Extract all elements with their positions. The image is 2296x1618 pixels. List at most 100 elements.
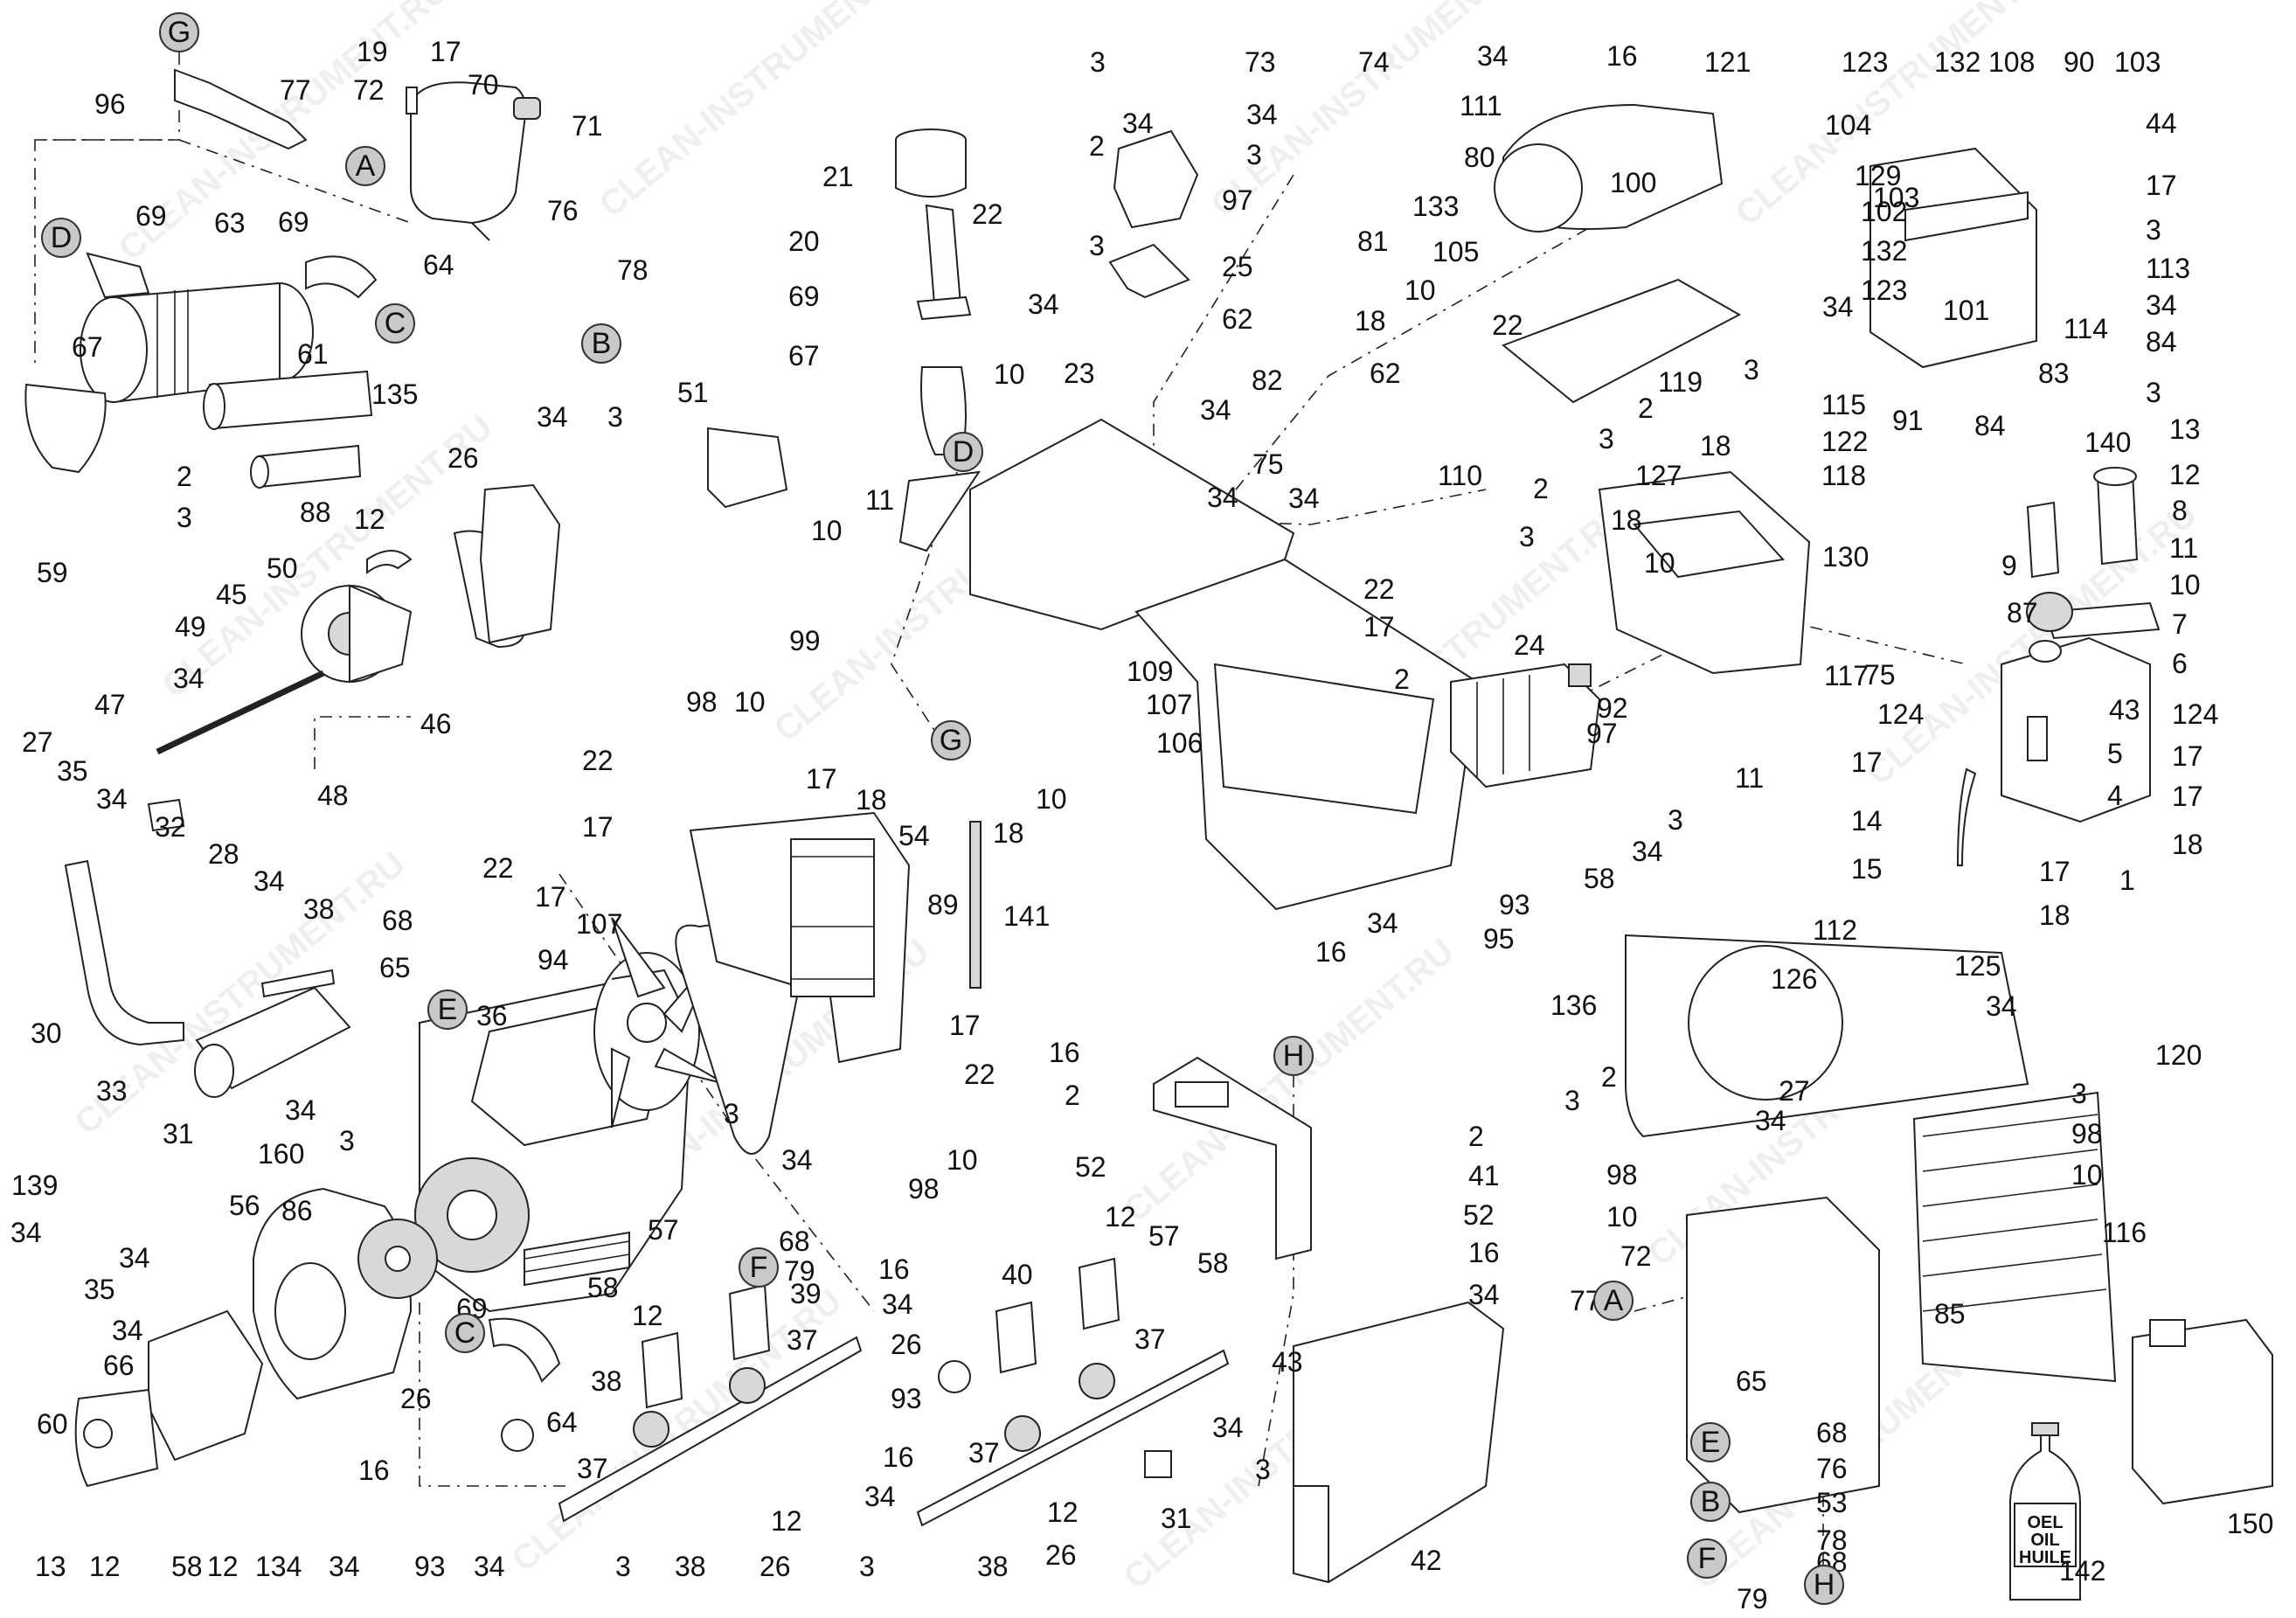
svg-text:B: B	[1701, 1485, 1721, 1518]
part-number-42: 42	[1411, 1545, 1442, 1576]
part-number-34: 34	[2146, 289, 2177, 321]
part-number-26: 26	[760, 1551, 791, 1582]
part-number-70: 70	[468, 69, 499, 101]
bottle-label-line1: OEL	[2027, 1513, 2063, 1532]
part-number-62: 62	[1370, 358, 1401, 389]
part-number-95: 95	[1483, 923, 1515, 955]
part-number-34: 34	[1122, 108, 1154, 139]
part-number-4: 4	[2107, 780, 2123, 811]
part-number-76: 76	[547, 195, 579, 226]
connection-badge-H: H	[1273, 1036, 1314, 1076]
part-number-57: 57	[1148, 1220, 1180, 1252]
part-number-22: 22	[582, 745, 614, 776]
part-number-40: 40	[1002, 1259, 1033, 1290]
part-number-74: 74	[1358, 46, 1390, 78]
part-number-12: 12	[89, 1551, 121, 1582]
svg-text:G: G	[940, 724, 962, 757]
connection-badge-H: H	[1804, 1565, 1844, 1605]
part-number-90: 90	[2064, 46, 2095, 78]
connection-badge-A: A	[1593, 1281, 1634, 1321]
part-number-17: 17	[949, 1010, 981, 1041]
part-number-63: 63	[214, 207, 246, 239]
part-number-105: 105	[1432, 236, 1479, 267]
part-number-130: 130	[1822, 541, 1869, 573]
return-filter	[2026, 467, 2139, 632]
part-number-34: 34	[1246, 99, 1278, 130]
svg-text:D: D	[51, 221, 73, 254]
part-number-141: 141	[1003, 900, 1050, 932]
part-number-97: 97	[1586, 718, 1618, 749]
part-number-73: 73	[1245, 46, 1276, 78]
part-number-104: 104	[1825, 109, 1871, 141]
engine-mounts-right	[916, 1257, 1230, 1527]
part-number-24: 24	[1514, 629, 1545, 661]
part-number-34: 34	[781, 1144, 813, 1176]
part-number-17: 17	[806, 763, 837, 795]
part-number-49: 49	[175, 611, 206, 642]
part-number-14: 14	[1851, 805, 1883, 837]
part-number-37: 37	[968, 1437, 1000, 1469]
part-number-124: 124	[2172, 698, 2218, 730]
hanger-strap	[174, 68, 308, 150]
part-number-39: 39	[790, 1278, 822, 1309]
part-number-27: 27	[1779, 1075, 1810, 1107]
part-number-10: 10	[1036, 783, 1067, 815]
part-number-68: 68	[382, 905, 413, 936]
part-number-34: 34	[1822, 291, 1854, 323]
hydraulic-tank	[2001, 601, 2161, 823]
part-number-34: 34	[10, 1217, 42, 1248]
part-number-34: 34	[1367, 907, 1398, 939]
part-number-52: 52	[1463, 1199, 1495, 1231]
part-number-34: 34	[1212, 1412, 1244, 1443]
coolant-reservoir	[406, 81, 541, 241]
part-number-119: 119	[1658, 366, 1703, 398]
part-number-17: 17	[535, 881, 566, 913]
part-number-83: 83	[2038, 358, 2070, 389]
part-number-34: 34	[1028, 288, 1059, 320]
mount-plate-110	[1502, 278, 1742, 404]
part-number-10: 10	[994, 358, 1025, 390]
part-number-16: 16	[1606, 40, 1638, 72]
part-number-13: 13	[2169, 413, 2201, 445]
svg-text:E: E	[438, 993, 458, 1026]
part-number-3: 3	[607, 401, 623, 433]
part-number-64: 64	[423, 249, 454, 281]
part-number-98: 98	[686, 686, 718, 718]
part-number-17: 17	[2172, 740, 2203, 772]
part-number-18: 18	[1700, 430, 1731, 462]
control-valve-block	[1450, 663, 1601, 788]
part-number-12: 12	[207, 1551, 239, 1582]
part-number-88: 88	[300, 497, 331, 528]
bracket-assembly-101	[1869, 147, 2037, 369]
part-number-132: 132	[1934, 46, 1980, 78]
part-number-64: 64	[546, 1406, 578, 1438]
part-number-17: 17	[2146, 170, 2177, 201]
part-number-71: 71	[572, 110, 603, 142]
part-number-33: 33	[96, 1075, 128, 1107]
svg-text:E: E	[1701, 1426, 1721, 1459]
svg-text:H: H	[1283, 1039, 1305, 1073]
part-number-72: 72	[1620, 1240, 1652, 1272]
part-number-126: 126	[1771, 963, 1817, 995]
part-number-87: 87	[2007, 597, 2038, 628]
long-bolt	[156, 670, 325, 755]
rubber-strip	[969, 821, 982, 989]
part-number-99: 99	[789, 625, 821, 656]
part-number-41: 41	[1468, 1160, 1500, 1191]
part-number-85: 85	[1934, 1298, 1966, 1330]
svg-text:C: C	[454, 1316, 476, 1350]
part-number-16: 16	[1468, 1237, 1500, 1268]
part-number-129: 129	[1855, 160, 1901, 191]
part-number-34: 34	[1200, 394, 1231, 426]
part-number-77: 77	[280, 74, 311, 106]
part-number-12: 12	[1047, 1496, 1079, 1528]
part-number-10: 10	[1644, 547, 1675, 579]
part-number-3: 3	[1564, 1085, 1580, 1116]
watermark-text: CLEAN-INSTRUMENT.RU	[593, 0, 937, 225]
part-number-108: 108	[1988, 46, 2035, 78]
part-number-135: 135	[371, 378, 418, 410]
part-number-3: 3	[615, 1551, 631, 1582]
svg-text:F: F	[750, 1251, 768, 1284]
